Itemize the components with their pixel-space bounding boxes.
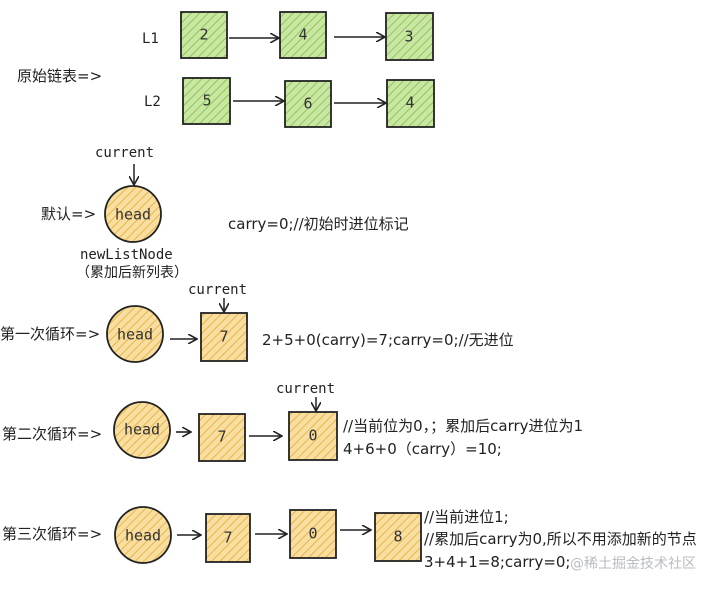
loop2-node-2	[288, 411, 338, 461]
watermark: @稀土掘金技术社区	[570, 556, 696, 572]
loop3-row-label: 第三次循环=>	[2, 525, 103, 543]
loop3-node-1-label: 7	[223, 529, 232, 547]
loop3-note-1: //当前进位1;	[424, 508, 509, 526]
default-caption-desc: （累加后新列表）	[76, 265, 188, 281]
l2-node-1-label: 5	[202, 92, 211, 110]
l2-node-1	[182, 77, 231, 125]
l2-node-2	[284, 80, 332, 128]
default-head-label: head	[115, 206, 151, 224]
loop2-node-2-label: 0	[308, 427, 317, 445]
loop2-head-node	[113, 401, 171, 459]
loop2-head-label: head	[124, 421, 160, 439]
l1-node-3-label: 3	[404, 28, 413, 46]
l1-label: L1	[142, 31, 159, 47]
loop3-node-3-label: 8	[393, 528, 402, 546]
default-pointer-label: current	[95, 145, 155, 161]
l1-node-2-label: 4	[298, 26, 307, 44]
loop3-head-label: head	[125, 527, 161, 545]
l2-label: L2	[144, 94, 161, 110]
loop1-head-node	[106, 305, 164, 363]
loop3-node-1	[205, 513, 251, 563]
loop2-note-2: 4+6+0（carry）=10;	[343, 440, 502, 458]
loop1-node-1	[200, 312, 248, 362]
default-caption-list: newListNode	[80, 247, 173, 263]
loop3-node-3	[374, 512, 422, 562]
original-row-label: 原始链表=>	[17, 67, 103, 85]
loop1-node-1-label: 7	[219, 328, 228, 346]
loop3-note-3: 3+4+1=8;carry=0;	[424, 553, 571, 571]
loop1-row-label: 第一次循环=>	[0, 325, 101, 343]
loop2-row-label: 第二次循环=>	[2, 425, 103, 443]
default-head-node	[104, 185, 162, 243]
default-row-label: 默认=>	[41, 205, 97, 223]
l2-node-2-label: 6	[303, 95, 312, 113]
loop2-pointer-label: current	[276, 381, 336, 397]
loop1-pointer-label: current	[188, 282, 248, 298]
loop3-node-2	[289, 509, 337, 559]
loop2-node-1	[198, 413, 246, 462]
loop3-node-2-label: 0	[308, 525, 317, 543]
loop2-node-1-label: 7	[217, 428, 226, 446]
loop3-note-2: //累加后carry为0,所以不用添加新的节点	[424, 530, 697, 548]
l1-node-1	[180, 11, 228, 59]
l2-node-3-label: 4	[405, 94, 414, 112]
l1-node-3	[385, 12, 434, 61]
l1-node-2	[279, 11, 327, 59]
l2-node-3	[386, 79, 435, 128]
loop1-note: 2+5+0(carry)=7;carry=0;//无进位	[262, 331, 514, 349]
default-note: carry=0;//初始时进位标记	[228, 215, 409, 233]
l1-node-1-label: 2	[199, 26, 208, 44]
loop1-head-label: head	[117, 326, 153, 344]
loop3-head-node	[114, 506, 172, 564]
loop2-note-1: //当前位为0，；累加后carry进位为1	[343, 417, 584, 435]
